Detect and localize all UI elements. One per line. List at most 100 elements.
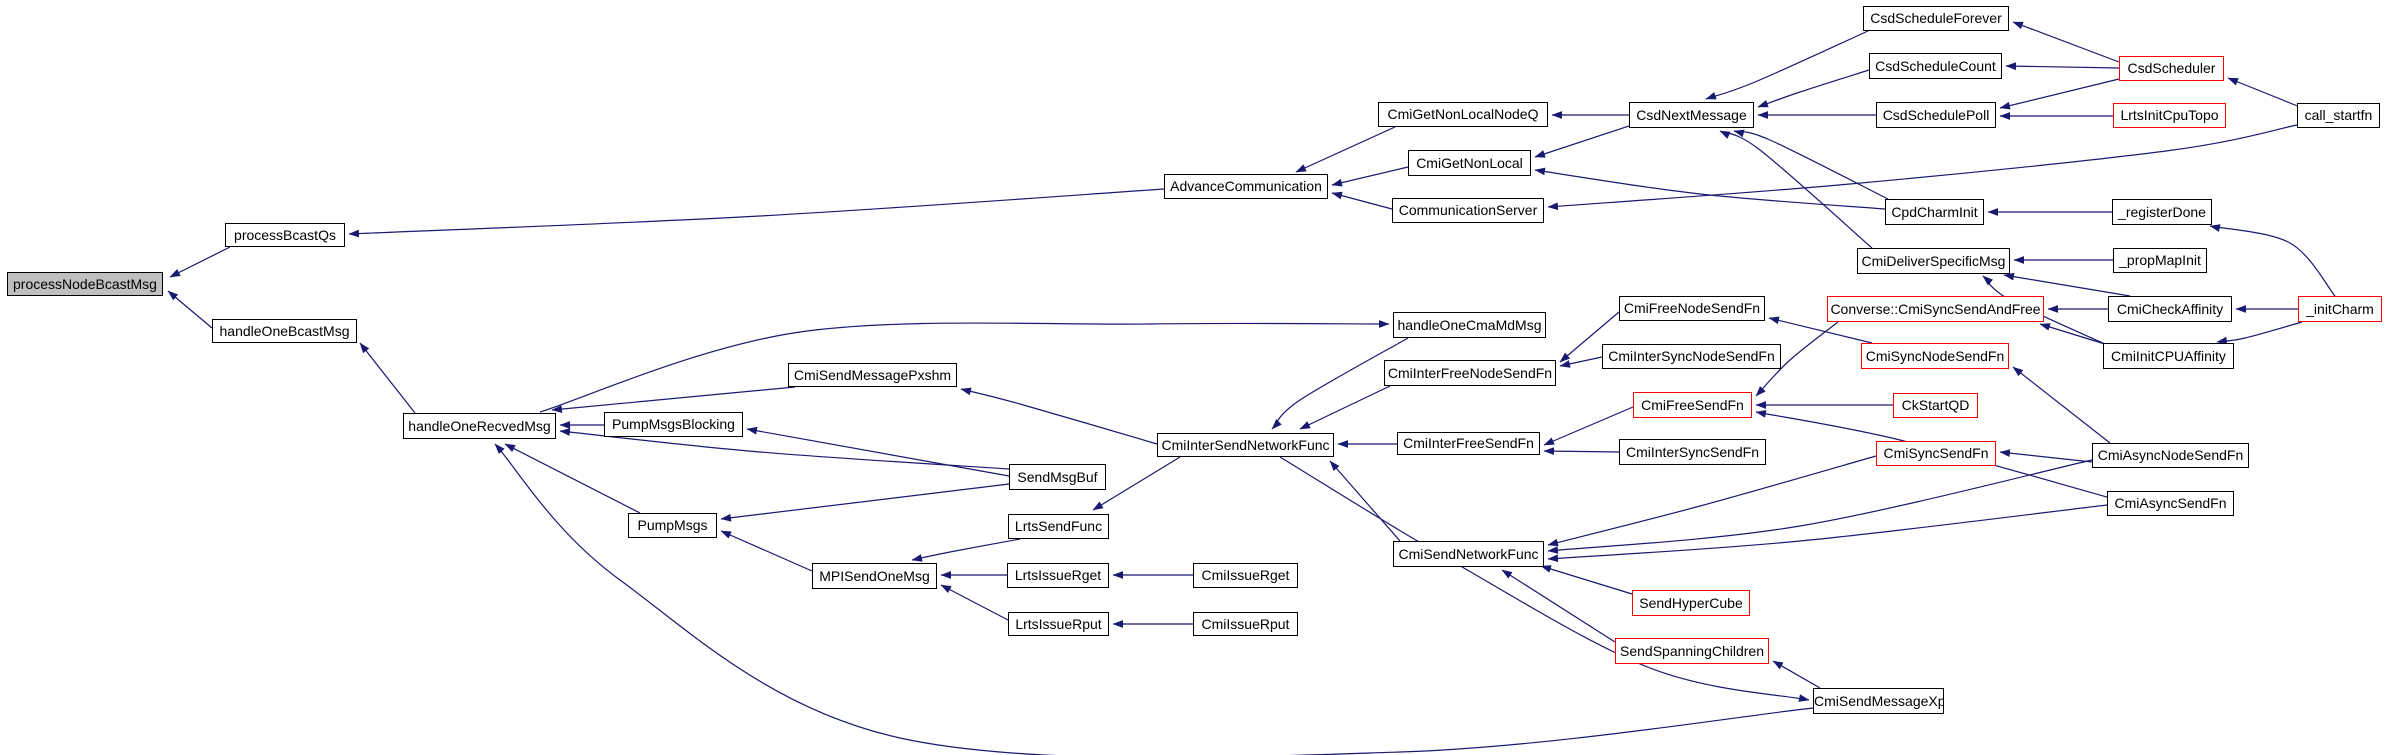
edge-CmiInterSendNetworkFunc-to-CmiSendMessagePxshm <box>960 387 1158 445</box>
edge-PumpMsgs-to-handleOneRecvedMsg <box>504 443 641 514</box>
edge-CsdScheduleCount-to-CsdNextMessage <box>1757 69 1870 108</box>
graph-node-CmiIssueRget[interactable]: CmiIssueRget <box>1193 563 1298 588</box>
edge-CmiSendMessageXpmem-to-SendSpanningChildren <box>1772 660 1821 689</box>
graph-node-processNodeBcastMsg[interactable]: processNodeBcastMsg <box>7 272 163 296</box>
graph-node-CmiSendMessageXpmem[interactable]: CmiSendMessageXpmem <box>1813 688 1944 714</box>
graph-node-call_startfn[interactable]: call_startfn <box>2297 103 2380 128</box>
edge-handleOneCmaMdMsg-to-CmiInterSendNetworkFunc <box>1271 337 1409 430</box>
edge-SendHyperCube-to-CmiSendNetworkFunc <box>1540 565 1633 595</box>
edge-handleOneBcastMsg-to-processNodeBcastMsg <box>167 290 213 329</box>
edge-CmiAsyncSendFn-to-CmiSendNetworkFunc <box>1547 504 2108 563</box>
graph-node-CkStartQD[interactable]: CkStartQD <box>1893 393 1978 418</box>
graph-node-handleOneBcastMsg[interactable]: handleOneBcastMsg <box>212 319 357 343</box>
edge-call_startfn-to-CsdScheduler <box>2227 77 2301 108</box>
edge-CmiAsyncNodeSendFn-to-CmiSyncNodeSendFn <box>2012 366 2111 444</box>
edge-processBcastQs-to-processNodeBcastMsg <box>169 246 231 278</box>
edge-CmiSendMessageXpmem-to-handleOneRecvedMsg <box>494 443 1814 755</box>
edge-CmiAsyncNodeSendFn-to-CmiSyncSendFn <box>1999 449 2093 463</box>
graph-node-CmiGetNonLocalNodeQ[interactable]: CmiGetNonLocalNodeQ <box>1378 102 1548 127</box>
edge-CpdCharmInit-to-CsdNextMessage <box>1733 129 1889 200</box>
graph-node-CmiSyncSendFn[interactable]: CmiSyncSendFn <box>1876 441 1996 466</box>
graph-node-CmiAsyncNodeSendFn[interactable]: CmiAsyncNodeSendFn <box>2092 443 2249 468</box>
edge-CmiAsyncNodeSendFn-to-CmiSendNetworkFunc <box>1547 459 2093 554</box>
graph-node-CmiInterFreeSendFn[interactable]: CmiInterFreeSendFn <box>1397 432 1540 455</box>
edge-CsdScheduler-to-CsdScheduleCount <box>2005 62 2120 71</box>
graph-node-handleOneCmaMdMsg[interactable]: handleOneCmaMdMsg <box>1393 312 1546 338</box>
graph-node-CmiSendNetworkFunc[interactable]: CmiSendNetworkFunc <box>1393 541 1544 567</box>
graph-node-LrtsIssueRput[interactable]: LrtsIssueRput <box>1008 612 1109 636</box>
edge-CmiInterFreeNodeSendFn-to-CmiInterSendNetworkFunc <box>1299 385 1391 430</box>
edge-CmiGetNonLocalNodeQ-to-AdvanceCommunication <box>1295 126 1396 173</box>
graph-node-handleOneRecvedMsg[interactable]: handleOneRecvedMsg <box>403 413 556 439</box>
edge-CmiGetNonLocal-to-AdvanceCommunication <box>1331 166 1409 187</box>
edge-CmiDeliverSpecificMsg-to-CsdNextMessage <box>1719 130 1873 249</box>
graph-node-CmiInterSyncNodeSendFn[interactable]: CmiInterSyncNodeSendFn <box>1602 344 1781 369</box>
edge-handleOneRecvedMsg-to-handleOneCmaMdMsg <box>539 320 1390 413</box>
edge-CmiSyncSendAndFree-to-CmiFreeSendFn <box>1755 321 1839 397</box>
graph-node-CmiInterFreeNodeSendFn[interactable]: CmiInterFreeNodeSendFn <box>1384 360 1556 386</box>
edge-MPISendOneMsg-to-PumpMsgs <box>720 530 813 572</box>
graph-node-CmiIssueRput[interactable]: CmiIssueRput <box>1193 612 1298 636</box>
graph-node-LrtsIssueRget[interactable]: LrtsIssueRget <box>1007 563 1109 588</box>
edge-CmiSendNetworkFunc-to-CmiInterSendNetworkFunc <box>1329 460 1401 542</box>
graph-node-CmiInterSendNetworkFunc[interactable]: CmiInterSendNetworkFunc <box>1157 433 1334 457</box>
graph-node-SendMsgBuf[interactable]: SendMsgBuf <box>1009 464 1106 490</box>
graph-node-PumpMsgs[interactable]: PumpMsgs <box>628 513 717 538</box>
graph-node-PumpMsgsBlocking[interactable]: PumpMsgsBlocking <box>604 412 743 437</box>
edge-CmiSyncSendFn-to-CmiSendNetworkFunc <box>1547 455 1877 547</box>
edge-_initCharm-to-CmiInitCPUAffinity <box>2216 321 2303 345</box>
graph-node-_registerDone[interactable]: _registerDone <box>2112 199 2212 225</box>
graph-node-SendSpanningChildren[interactable]: SendSpanningChildren <box>1615 638 1769 664</box>
edge-CmiCheckAffinity-to-CmiDeliverSpecificMsg <box>2003 272 2131 297</box>
edge-handleOneRecvedMsg-to-handleOneBcastMsg <box>359 342 416 414</box>
graph-node-_propMapInit[interactable]: _propMapInit <box>2113 248 2207 273</box>
edge-CmiInterSendNetworkFunc-to-CmiSendMessageXpmem <box>1279 456 1810 702</box>
edge-CmiInterSendNetworkFunc-to-LrtsSendFunc <box>1092 456 1181 511</box>
edge-LrtsSendFunc-to-MPISendOneMsg <box>911 538 1021 562</box>
graph-node-CmiSyncNodeSendFn[interactable]: CmiSyncNodeSendFn <box>1861 343 2009 369</box>
edge-CmiInitCPUAffinity-to-CmiSyncSendAndFree <box>2039 323 2109 346</box>
graph-node-processBcastQs[interactable]: processBcastQs <box>225 223 345 247</box>
edge-CmiFreeSendFn-to-CmiInterFreeSendFn <box>1543 406 1634 446</box>
edge-AdvanceCommunication-to-processBcastQs <box>348 188 1165 238</box>
graph-node-MPISendOneMsg[interactable]: MPISendOneMsg <box>812 563 937 589</box>
graph-node-LrtsSendFunc[interactable]: LrtsSendFunc <box>1008 514 1109 539</box>
graph-node-CsdSchedulePoll[interactable]: CsdSchedulePoll <box>1876 102 1996 128</box>
graph-node-CmiAsyncSendFn[interactable]: CmiAsyncSendFn <box>2107 491 2234 516</box>
graph-node-CmiInitCPUAffinity[interactable]: CmiInitCPUAffinity <box>2103 343 2234 369</box>
graph-node-CmiGetNonLocal[interactable]: CmiGetNonLocal <box>1408 150 1531 176</box>
graph-node-CmiSyncSendAndFree[interactable]: Converse::CmiSyncSendAndFree <box>1827 296 2044 322</box>
graph-node-CmiDeliverSpecificMsg[interactable]: CmiDeliverSpecificMsg <box>1857 248 2010 274</box>
edge-CpdCharmInit-to-CmiGetNonLocal <box>1534 167 1886 210</box>
edge-CmiFreeNodeSendFn-to-CmiInterFreeNodeSendFn <box>1559 311 1620 363</box>
graph-node-CmiInterSyncSendFn[interactable]: CmiInterSyncSendFn <box>1619 439 1766 465</box>
edge-CmiSendMessagePxshm-to-handleOneRecvedMsg <box>551 386 796 413</box>
graph-node-CmiSendMessagePxshm[interactable]: CmiSendMessagePxshm <box>788 363 957 387</box>
graph-node-SendHyperCube[interactable]: SendHyperCube <box>1632 590 1750 616</box>
graph-node-CmiFreeNodeSendFn[interactable]: CmiFreeNodeSendFn <box>1619 296 1765 321</box>
edge-_initCharm-to-_registerDone <box>2209 224 2336 297</box>
edge-CmiInterSyncSendFn-to-CmiInterFreeSendFn <box>1543 447 1620 456</box>
graph-node-CsdScheduler[interactable]: CsdScheduler <box>2119 56 2224 81</box>
edge-CsdScheduler-to-CsdScheduleForever <box>2012 21 2120 63</box>
edge-SendMsgBuf-to-PumpMsgs <box>720 483 1010 522</box>
graph-node-AdvanceCommunication[interactable]: AdvanceCommunication <box>1164 174 1328 199</box>
edge-CsdScheduleForever-to-CsdNextMessage <box>1705 30 1869 100</box>
graph-node-CsdNextMessage[interactable]: CsdNextMessage <box>1629 102 1754 128</box>
graph-node-CommunicationServer[interactable]: CommunicationServer <box>1392 198 1544 223</box>
edge-CmiInterSyncNodeSendFn-to-CmiInterFreeNodeSendFn <box>1559 356 1603 368</box>
graph-node-CmiCheckAffinity[interactable]: CmiCheckAffinity <box>2108 296 2232 322</box>
edge-CommunicationServer-to-AdvanceCommunication <box>1331 191 1393 210</box>
graph-node-CsdScheduleCount[interactable]: CsdScheduleCount <box>1869 53 2002 79</box>
edge-CsdNextMessage-to-CmiGetNonLocal <box>1534 125 1630 158</box>
graph-node-_initCharm[interactable]: _initCharm <box>2298 296 2382 322</box>
edge-SendSpanningChildren-to-CmiSendNetworkFunc <box>1501 569 1616 643</box>
graph-node-CpdCharmInit[interactable]: CpdCharmInit <box>1885 199 1984 225</box>
graph-node-LrtsInitCpuTopo[interactable]: LrtsInitCpuTopo <box>2113 103 2226 128</box>
edge-CsdScheduler-to-CsdSchedulePoll <box>1999 78 2120 110</box>
graph-node-CsdScheduleForever[interactable]: CsdScheduleForever <box>1863 6 2009 31</box>
edge-LrtsIssueRput-to-MPISendOneMsg <box>940 584 1009 621</box>
graph-node-CmiFreeSendFn[interactable]: CmiFreeSendFn <box>1633 392 1752 418</box>
